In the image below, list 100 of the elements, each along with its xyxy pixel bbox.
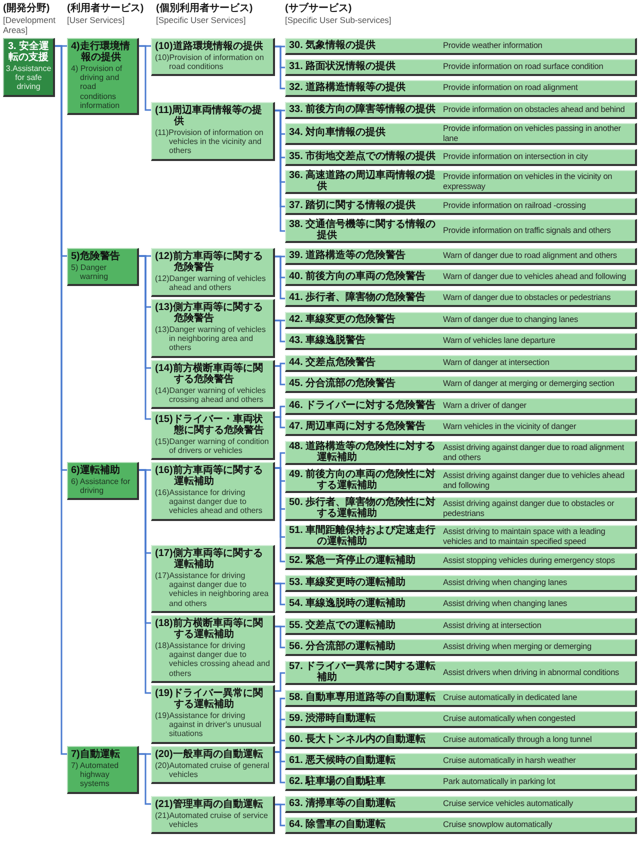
english-name: Cruise automatically when congested	[443, 714, 576, 724]
connector-line	[275, 804, 285, 826]
english-name: (15)Danger warning of condition of drivers or vehicles	[155, 437, 270, 456]
sub-service-row	[285, 497, 637, 521]
japanese-name: (11)周辺車両情報等の提供	[155, 105, 264, 127]
column-heading: (サブサービス)	[285, 2, 352, 15]
japanese-name: 63. 清掃車等の自動運転	[289, 798, 396, 810]
english-name: Warn of danger due to vehicles ahead and following	[443, 272, 626, 282]
japanese-name: 54. 車線逸脱時の運転補助	[289, 598, 406, 610]
japanese-name: 3. 安全運転の支援	[7, 41, 50, 63]
english-name: (18)Assistance for driving against danger due to vehicles crossing ahead and others	[155, 641, 270, 678]
japanese-name: 49. 前後方向の車両の危険性に対する運転補助	[289, 470, 437, 491]
japanese-name: (10)道路環境情報の提供	[155, 41, 263, 52]
japanese-name: (19)ドライバー異常に関する運転補助	[155, 688, 264, 710]
sub-service-row	[285, 753, 637, 770]
sub-service-row	[285, 290, 637, 307]
english-name: Provide information on vehicles in the vicinity on expressway	[443, 172, 614, 191]
sub-service-row	[285, 123, 637, 145]
sub-service-row	[285, 639, 637, 656]
sub-service-row	[285, 553, 637, 570]
english-name: (12)Danger warning of vehicles ahead and others	[155, 274, 267, 292]
connector-line	[139, 753, 151, 805]
service-box	[67, 38, 139, 116]
specific-service-box	[151, 796, 275, 834]
english-name: Provide information on obstacles ahead and behind	[443, 105, 625, 115]
japanese-name: (12)前方車両等に関する危険警告	[155, 251, 264, 273]
sub-service-row	[285, 376, 637, 393]
english-name: 4) Provision of driving and road conditions information	[71, 64, 124, 110]
column-subheading: [User Services]	[67, 15, 125, 25]
japanese-name: 57. ドライバー異常に関する運転補助	[289, 662, 437, 683]
specific-service-box	[151, 746, 275, 784]
japanese-name: 44. 交差点危険警告	[289, 358, 376, 368]
japanese-name: 46. ドライバーに対する危険警告	[289, 400, 436, 412]
english-name: (13)Danger warning of vehicles in neighboring area and others	[155, 325, 267, 353]
sub-service-row	[285, 817, 637, 834]
english-name: Assist driving at intersection	[443, 621, 542, 631]
japanese-name: 36. 高速道路の周辺車両情報の提供	[289, 171, 437, 192]
specific-service-box	[151, 248, 275, 298]
english-name: Warn vehicles in the vicinity of danger	[443, 422, 576, 432]
connector-line	[275, 672, 285, 692]
english-name: Warn of danger due to obstacles or pedestrians	[443, 293, 611, 303]
connector-line	[139, 469, 151, 694]
english-name: Provide information on road surface condition	[443, 62, 604, 72]
english-name: 7) Automated highway systems	[71, 761, 120, 789]
connector-line	[275, 626, 285, 648]
sub-service-row	[285, 269, 637, 286]
sub-service-row	[285, 149, 637, 166]
japanese-name: 34. 対向車情報の提供	[289, 128, 386, 139]
japanese-name: 56. 分合流部の運転補助	[289, 642, 396, 652]
sub-service-row	[285, 661, 637, 685]
japanese-name: 33. 前後方向の障害等情報の提供	[289, 104, 436, 116]
english-name: Provide weather information	[443, 41, 542, 51]
japanese-name: 30. 気象情報の提供	[289, 40, 376, 52]
sub-service-row	[285, 419, 637, 436]
column-heading: (利用者サービス)	[67, 2, 144, 15]
japanese-name: 5)危険警告	[71, 251, 120, 262]
connector-line	[275, 751, 285, 784]
english-name: Provide information on intersection in city	[443, 152, 588, 162]
japanese-name: 35. 市街地交差点での情報の提供	[289, 152, 436, 162]
specific-service-box	[151, 545, 275, 613]
english-name: Warn of danger due to changing lanes	[443, 315, 578, 325]
japanese-name: 50. 歩行者、障害物の危険性に対する運転補助	[289, 498, 437, 519]
sub-service-row	[285, 774, 637, 791]
service-box	[67, 462, 139, 500]
specific-service-box	[151, 360, 275, 410]
service-box	[67, 746, 139, 794]
japanese-name: 60. 長大トンネル内の自動運転	[289, 734, 426, 746]
japanese-name: 40. 前後方向の車両の危険警告	[289, 272, 426, 282]
sub-service-row	[285, 618, 637, 635]
japanese-name: (17)側方車両等に関する運転補助	[155, 548, 264, 570]
japanese-name: 7)自動運転	[71, 749, 120, 760]
english-name: Cruise service vehicles automatically	[443, 799, 574, 809]
sub-service-row	[285, 312, 637, 329]
english-name: (17)Assistance for driving against danger due to vehicles in neighboring area and others	[155, 571, 270, 608]
specific-service-box	[151, 102, 275, 161]
sub-service-row	[285, 170, 637, 194]
sub-service-row	[285, 796, 637, 813]
english-name: Provide information on railroad -crossing	[443, 201, 586, 211]
japanese-name: 53. 車線変更時の運転補助	[289, 578, 406, 588]
connector-line	[275, 467, 285, 562]
japanese-name: (16)前方車両等に関する運転補助	[155, 465, 264, 487]
specific-service-box	[151, 685, 275, 744]
english-name: Assist driving when changing lanes	[443, 599, 568, 609]
sub-service-row	[285, 198, 637, 215]
japanese-name: 52. 緊急一斉停止の運転補助	[289, 556, 416, 566]
english-name: (20)Automated cruise of general vehicles	[155, 761, 270, 780]
english-name: Assist driving when merging or demerging	[443, 642, 592, 652]
specific-service-box	[151, 38, 275, 76]
japanese-name: 47. 周辺車両に対する危険警告	[289, 422, 426, 432]
english-name: (14)Danger warning of vehicles crossing ahead and others	[155, 386, 267, 404]
english-name: (21)Automated cruise of service vehicles	[155, 811, 269, 830]
connector-line	[275, 320, 285, 342]
english-name: Provide information on vehicles passing in another lane	[443, 124, 622, 143]
english-name: Warn of danger at merging or demerging section	[443, 379, 614, 389]
japanese-name: 6)運転補助	[71, 465, 120, 476]
sub-service-row	[285, 219, 637, 243]
english-name: Assist driving against danger due to obstacles or pedestrians	[443, 499, 616, 518]
sub-service-row	[285, 248, 637, 265]
english-name: Assist driving against danger due to vehicles ahead and following	[443, 471, 626, 490]
service-box	[67, 248, 139, 286]
